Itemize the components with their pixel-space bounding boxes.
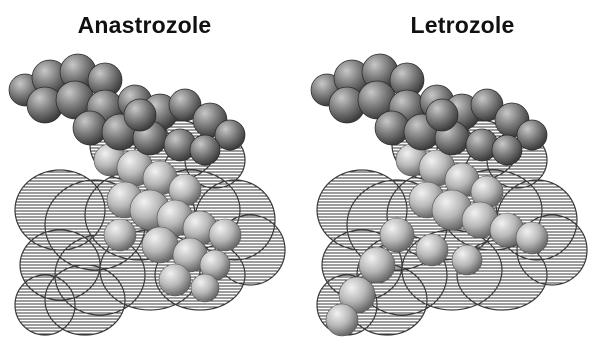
molecule-render-anastrozole [8, 53, 286, 336]
panel-letrozole: Letrozole [302, 0, 603, 337]
panel-title: Letrozole [410, 12, 515, 38]
panel-title: Anastrozole [77, 12, 212, 38]
molecule-render-letrozole [310, 53, 588, 337]
panel-anastrozole: Anastrozole [0, 0, 301, 337]
